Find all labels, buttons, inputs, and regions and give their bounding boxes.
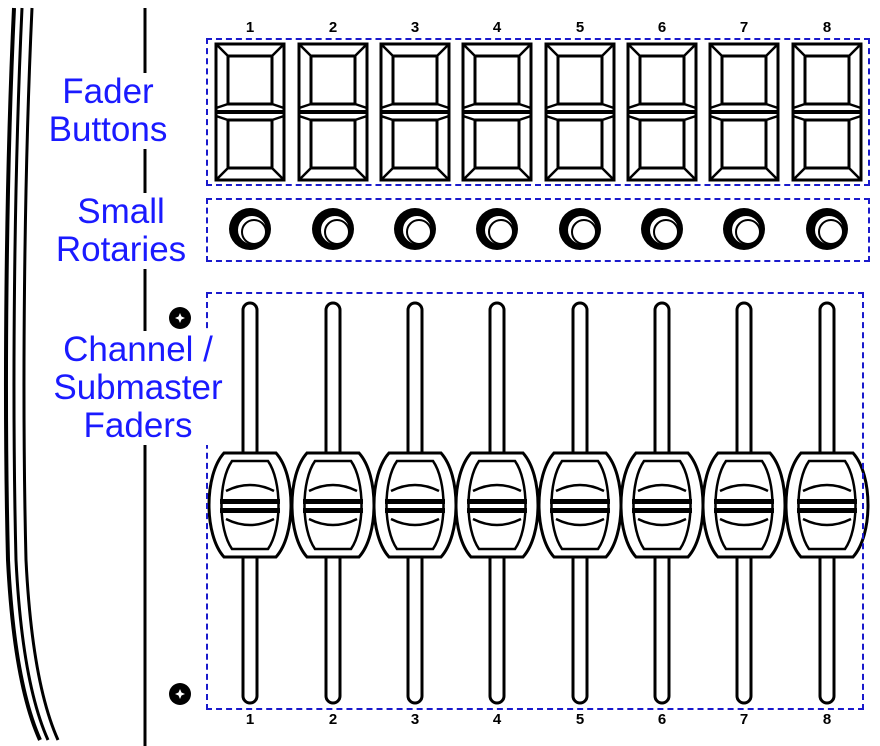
channel-number-top: 4 xyxy=(492,19,502,36)
channel-fader[interactable] xyxy=(619,301,705,705)
channel-fader[interactable] xyxy=(784,301,870,705)
channel-number-bottom: 3 xyxy=(410,711,420,728)
console-edge xyxy=(4,7,60,741)
fader-button[interactable] xyxy=(461,42,533,182)
small-rotary[interactable] xyxy=(641,208,683,250)
small-rotary[interactable] xyxy=(723,208,765,250)
label-fader-buttons: Fader Buttons xyxy=(48,73,168,149)
small-rotary[interactable] xyxy=(394,208,436,250)
label-channel-faders-line1: Channel / xyxy=(63,330,213,369)
label-channel-faders: Channel / Submaster Faders xyxy=(40,331,236,445)
label-small-rotaries-line1: Small xyxy=(77,192,165,231)
small-rotary[interactable] xyxy=(476,208,518,250)
small-rotary[interactable] xyxy=(229,208,271,250)
channel-fader[interactable] xyxy=(701,301,787,705)
label-fader-buttons-line2: Buttons xyxy=(48,110,168,149)
channel-number-bottom: 8 xyxy=(822,711,832,728)
fader-cap[interactable] xyxy=(290,451,376,559)
label-fader-buttons-line1: Fader xyxy=(62,72,154,111)
label-channel-faders-line2: Submaster xyxy=(53,368,223,407)
small-rotary[interactable] xyxy=(559,208,601,250)
label-small-rotaries-line2: Rotaries xyxy=(55,230,187,269)
fader-buttons-region xyxy=(206,38,870,186)
channel-number-top: 6 xyxy=(657,19,667,36)
fader-button[interactable] xyxy=(379,42,451,182)
small-rotary[interactable] xyxy=(806,208,848,250)
channel-number-top: 2 xyxy=(328,19,338,36)
fader-button[interactable] xyxy=(214,42,286,182)
fader-cap[interactable] xyxy=(784,451,870,559)
fader-cap[interactable] xyxy=(207,451,293,559)
fader-cap[interactable] xyxy=(454,451,540,559)
fader-cap[interactable] xyxy=(701,451,787,559)
fader-button[interactable] xyxy=(791,42,863,182)
channel-number-bottom: 5 xyxy=(575,711,585,728)
channel-number-bottom: 7 xyxy=(739,711,749,728)
channel-number-top: 3 xyxy=(410,19,420,36)
small-rotaries-region xyxy=(206,198,870,262)
channel-number-bottom: 4 xyxy=(492,711,502,728)
label-small-rotaries: Small Rotaries xyxy=(46,193,196,269)
fader-button[interactable] xyxy=(708,42,780,182)
channel-number-bottom: 1 xyxy=(245,711,255,728)
channel-number-top: 5 xyxy=(575,19,585,36)
fader-cap[interactable] xyxy=(619,451,705,559)
channel-number-bottom: 6 xyxy=(657,711,667,728)
small-rotary[interactable] xyxy=(312,208,354,250)
screw-top xyxy=(169,307,191,329)
channel-faders-region xyxy=(206,292,864,710)
fader-button[interactable] xyxy=(626,42,698,182)
channel-fader[interactable] xyxy=(454,301,540,705)
screw-bottom xyxy=(169,683,191,705)
channel-fader[interactable] xyxy=(290,301,376,705)
channel-fader[interactable] xyxy=(537,301,623,705)
channel-number-top: 8 xyxy=(822,19,832,36)
channel-number-top: 7 xyxy=(739,19,749,36)
channel-number-top: 1 xyxy=(245,19,255,36)
fader-button[interactable] xyxy=(297,42,369,182)
fader-cap[interactable] xyxy=(537,451,623,559)
label-channel-faders-line3: Faders xyxy=(83,406,193,445)
fader-cap[interactable] xyxy=(372,451,458,559)
channel-number-bottom: 2 xyxy=(328,711,338,728)
channel-fader[interactable] xyxy=(207,301,293,705)
channel-fader[interactable] xyxy=(372,301,458,705)
fader-button[interactable] xyxy=(544,42,616,182)
